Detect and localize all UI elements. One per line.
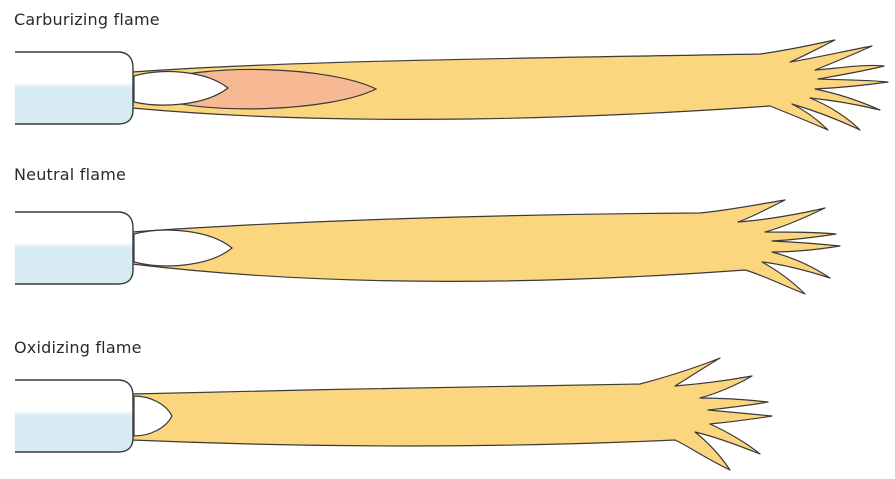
neutral-flame-group — [15, 200, 840, 294]
neutral-outer-flame — [132, 200, 840, 294]
neutral-torch-nozzle — [15, 212, 133, 284]
oxidizing-torch-nozzle — [15, 380, 133, 452]
oxidizing-outer-flame — [132, 358, 772, 470]
carburizing-torch-nozzle — [15, 52, 133, 124]
carburizing-flame-group — [15, 40, 888, 130]
oxidizing-flame-group — [15, 358, 772, 470]
